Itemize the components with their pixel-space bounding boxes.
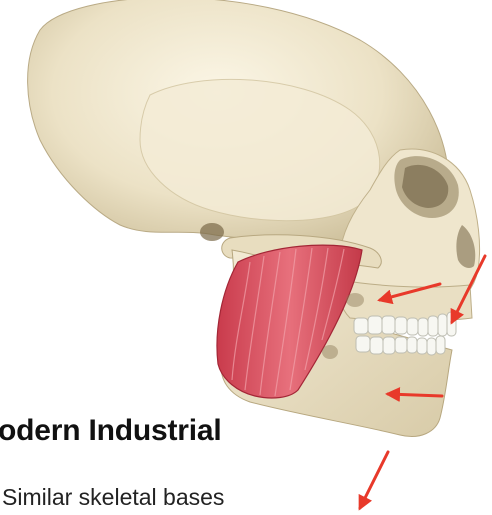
caption-text: Similar skeletal bases (2, 484, 224, 511)
chin-arrow (360, 452, 388, 508)
section-heading: odern Industrial (0, 414, 222, 448)
mandible-arrow (388, 394, 442, 396)
ear-canal (200, 223, 224, 241)
teeth (354, 312, 456, 355)
